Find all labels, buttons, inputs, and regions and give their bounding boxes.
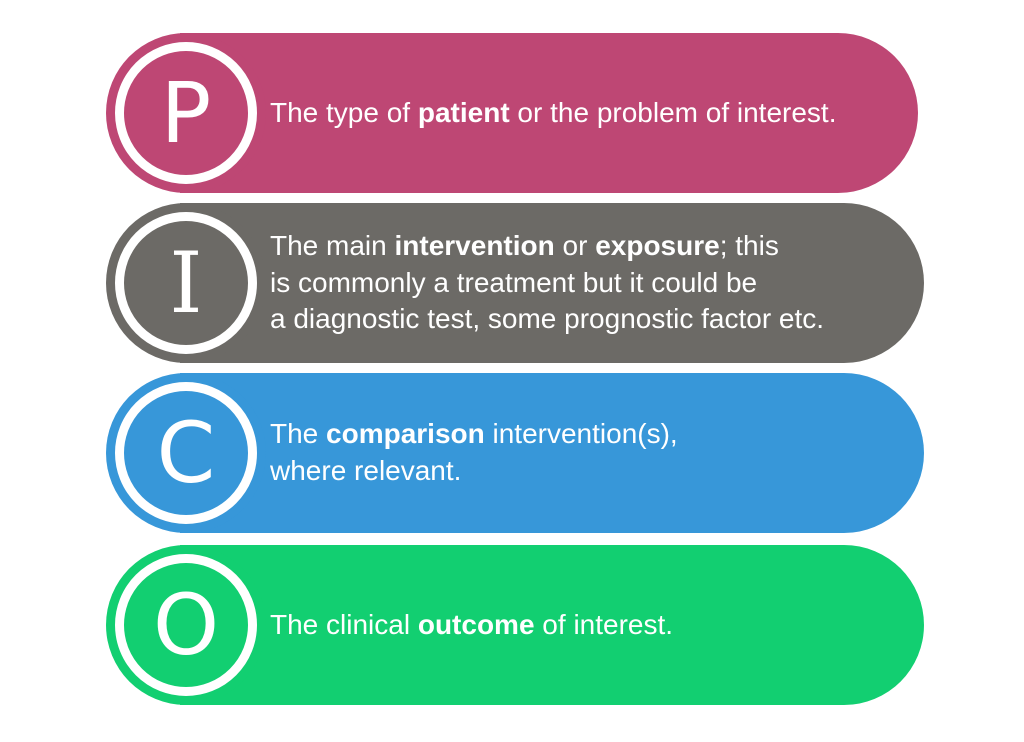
row-band [180, 373, 924, 533]
row-band [180, 203, 924, 363]
description-text: The type of [270, 96, 418, 128]
pico-row-o: O The clinical outcome of interest. [106, 545, 924, 705]
letter-badge-c: C [115, 382, 257, 524]
row-band [180, 545, 924, 705]
description-text: is commonly a treatment but it could be [270, 266, 758, 298]
row-description: The comparison intervention(s), where rel… [270, 373, 884, 533]
description-text: or [554, 229, 596, 261]
description-text: or the problem of interest. [509, 96, 837, 128]
emphasis-text: comparison [326, 418, 485, 450]
description-text: The main [270, 229, 395, 261]
letter-badge-p: P [115, 42, 257, 184]
letter-badge-o: O [115, 554, 257, 696]
description-text: ; this [719, 229, 779, 261]
row-band [180, 33, 918, 193]
pico-row-c: C The comparison intervention(s), where r… [106, 373, 924, 533]
pico-row-i: I The main intervention or exposure; thi… [106, 203, 924, 363]
description-text: The [270, 418, 327, 450]
pico-row-p: P The type of patient or the problem of … [106, 33, 918, 193]
row-description: The clinical outcome of interest. [270, 545, 884, 705]
row-description: The type of patient or the problem of in… [270, 33, 878, 193]
letter-badge-i: I [115, 212, 257, 354]
description-text: of interest. [534, 608, 674, 640]
description-text: a diagnostic test, some prognostic facto… [270, 303, 825, 335]
emphasis-text: exposure [595, 229, 720, 261]
description-text: The clinical [270, 608, 418, 640]
emphasis-text: outcome [417, 608, 535, 640]
emphasis-text: patient [417, 96, 510, 128]
emphasis-text: intervention [394, 229, 555, 261]
description-text: intervention(s), [484, 418, 678, 450]
row-description: The main intervention or exposure; this i… [270, 203, 884, 363]
description-text: where relevant. [270, 455, 462, 486]
